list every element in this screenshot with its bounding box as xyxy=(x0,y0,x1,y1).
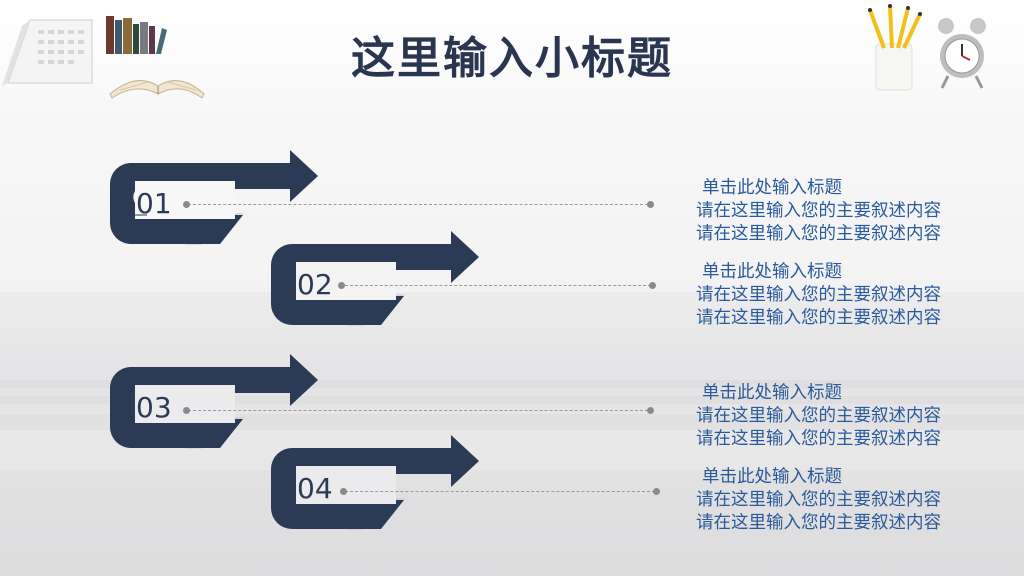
step-number-4: 04 xyxy=(297,472,333,505)
pencil-cup-icon xyxy=(868,4,922,91)
connector-dot-right-3 xyxy=(647,407,654,414)
dotted-connector-3 xyxy=(188,410,648,411)
alarm-clock-icon xyxy=(938,18,986,89)
connector-dot-left-3 xyxy=(183,407,190,414)
connector-dot-right-2 xyxy=(649,282,656,289)
dotted-connector-2 xyxy=(345,285,651,286)
item-text-3b[interactable]: 请在这里输入您的主要叙述内容 xyxy=(696,429,941,449)
item-heading-3[interactable]: 单击此处输入标题 xyxy=(702,383,842,403)
item-heading-2[interactable]: 单击此处输入标题 xyxy=(702,262,842,282)
connector-dot-right-1 xyxy=(647,201,654,208)
connector-dot-left-4 xyxy=(340,488,347,495)
open-book-icon xyxy=(109,80,205,99)
connector-dot-right-4 xyxy=(653,488,660,495)
dotted-connector-4 xyxy=(345,491,655,492)
item-text-4a[interactable]: 请在这里输入您的主要叙述内容 xyxy=(696,490,941,510)
item-text-2a[interactable]: 请在这里输入您的主要叙述内容 xyxy=(696,285,941,305)
arrow-step-3 xyxy=(110,354,318,449)
item-heading-4[interactable]: 单击此处输入标题 xyxy=(702,467,842,487)
item-text-2b[interactable]: 请在这里输入您的主要叙述内容 xyxy=(696,308,941,328)
arrow-step-4 xyxy=(271,435,479,530)
desk-calendar-icon xyxy=(2,19,93,86)
connector-dot-left-2 xyxy=(338,282,345,289)
description-block-4: 单击此处输入标题 请在这里输入您的主要叙述内容 请在这里输入您的主要叙述内容 xyxy=(696,466,941,535)
description-block-2: 单击此处输入标题 请在这里输入您的主要叙述内容 请在这里输入您的主要叙述内容 xyxy=(696,261,941,330)
step-number-3: 03 xyxy=(136,391,172,424)
arrow-step-2 xyxy=(271,231,479,326)
step-number-1: 01 xyxy=(136,187,172,220)
item-text-1a[interactable]: 请在这里输入您的主要叙述内容 xyxy=(696,201,941,221)
description-block-1: 单击此处输入标题 请在这里输入您的主要叙述内容 请在这里输入您的主要叙述内容 xyxy=(696,177,941,246)
item-text-1b[interactable]: 请在这里输入您的主要叙述内容 xyxy=(696,224,941,244)
step-number-2: 02 xyxy=(297,268,333,301)
item-text-3a[interactable]: 请在这里输入您的主要叙述内容 xyxy=(696,406,941,426)
page-title: 这里输入小标题 xyxy=(351,33,673,84)
books-icon xyxy=(106,16,167,54)
dotted-connector-1 xyxy=(188,204,648,205)
item-text-4b[interactable]: 请在这里输入您的主要叙述内容 xyxy=(696,513,941,533)
description-block-3: 单击此处输入标题 请在这里输入您的主要叙述内容 请在这里输入您的主要叙述内容 xyxy=(696,382,941,451)
arrow-step-1 xyxy=(110,150,318,245)
item-heading-1[interactable]: 单击此处输入标题 xyxy=(702,178,842,198)
connector-dot-left-1 xyxy=(183,201,190,208)
